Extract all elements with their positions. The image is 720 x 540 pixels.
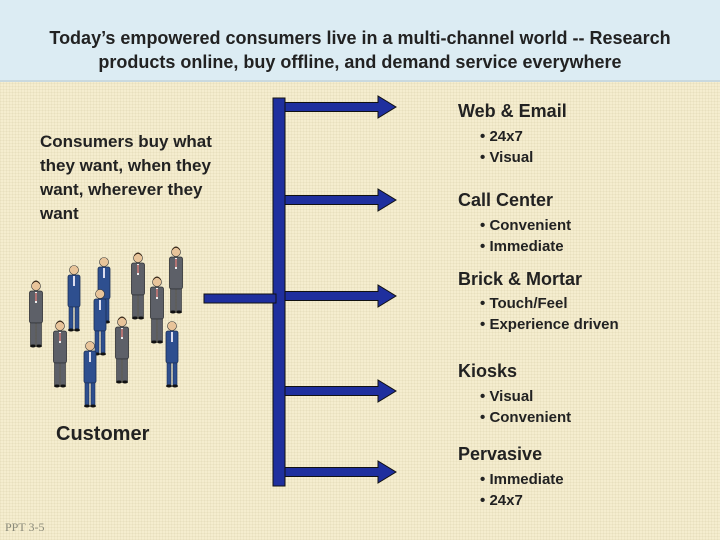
channel-heading-web-email: Web & Email [458, 101, 567, 121]
channel-heading-brick-mortar: Brick & Mortar [458, 269, 583, 289]
channel-bullet: • Experience driven [480, 316, 619, 333]
slide-title: Today’s empowered consumers live in a mu… [0, 26, 720, 74]
channel-bullet: • Convenient [480, 217, 572, 234]
channel-heading-kiosks: Kiosks [458, 361, 518, 381]
channel-heading-call-center: Call Center [458, 190, 554, 210]
lead-text-line-1: Consumers buy what [40, 132, 212, 151]
channel-arrow-icon [284, 95, 397, 119]
channel-arrow-icon [284, 284, 397, 308]
channel-bullet: • Touch/Feel [480, 295, 568, 312]
channel-heading-pervasive: Pervasive [458, 444, 543, 464]
bullet-icon: • [480, 295, 486, 312]
lead-text-line-3: want, wherever they [40, 180, 203, 199]
lead-text: Consumers buy what they want, when they … [40, 130, 260, 226]
bullet-icon: • [480, 388, 486, 405]
bullet-icon: • [480, 238, 486, 255]
channel-bullet: • 24x7 [480, 492, 523, 509]
title-band [0, 0, 720, 82]
bullet-icon: • [480, 149, 486, 166]
channel-arrow-icon [284, 460, 397, 484]
channel-bullet: • Visual [480, 149, 534, 166]
channel-bullet: • Immediate [480, 238, 564, 255]
slide-title-line-1: Today’s empowered consumers live in a mu… [49, 28, 671, 48]
channel-bullet: • 24x7 [480, 128, 523, 145]
bullet-icon: • [480, 217, 486, 234]
bracket-connector [203, 293, 277, 304]
lead-text-line-2: they want, when they [40, 156, 211, 175]
lead-text-line-4: want [40, 204, 79, 223]
bullet-icon: • [480, 409, 486, 426]
bullet-icon: • [480, 316, 486, 333]
channel-bullet: • Immediate [480, 471, 564, 488]
channel-bullet: • Convenient [480, 409, 572, 426]
bullet-icon: • [480, 492, 486, 509]
channel-arrow-icon [284, 188, 397, 212]
customer-label: Customer [56, 423, 150, 445]
channel-arrow-icon [284, 379, 397, 403]
bracket-spine [272, 97, 286, 487]
bullet-icon: • [480, 471, 486, 488]
slide-number-label: PPT 3-5 [5, 520, 45, 534]
channel-bullet: • Visual [480, 388, 534, 405]
bullet-icon: • [480, 128, 486, 145]
slide-title-line-2: products online, buy offline, and demand… [98, 52, 622, 72]
